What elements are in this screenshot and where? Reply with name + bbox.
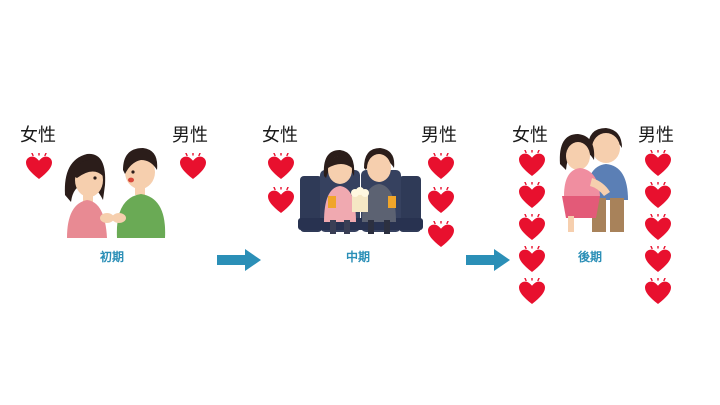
heart-icon [643, 181, 673, 210]
heart-icon [426, 220, 456, 249]
stage2-caption: 中期 [346, 250, 371, 264]
stage3-caption: 後期 [578, 250, 603, 264]
woman-figure [559, 134, 610, 232]
heart-icon [426, 186, 456, 215]
stage3-female-label: 女性 [512, 125, 548, 146]
heart-icon [643, 245, 673, 274]
woman-figure [64, 153, 114, 238]
arrow-right-icon-1 [217, 249, 261, 271]
heart-icon [24, 152, 54, 181]
stage2-female-label: 女性 [262, 125, 298, 146]
heart-icon [517, 149, 547, 178]
heart-icon [517, 213, 547, 242]
heart-icon [643, 213, 673, 242]
heart-icon [266, 152, 296, 181]
heart-icon [266, 186, 296, 215]
heart-icon [517, 181, 547, 210]
arrow-right-icon-2 [466, 249, 510, 271]
stage2-male-label: 男性 [421, 125, 457, 146]
heart-icon [426, 152, 456, 181]
man-figure [362, 148, 396, 234]
heart-icon [643, 277, 673, 306]
man-figure [112, 148, 166, 238]
popcorn-and-drinks [328, 187, 396, 212]
stage1-male-label: 男性 [172, 125, 208, 146]
heart-icon [517, 245, 547, 274]
embracing-couple-illustration [559, 128, 628, 232]
movie-theater-couple-illustration [298, 148, 423, 234]
man-figure [586, 128, 628, 232]
heart-icon [643, 149, 673, 178]
stage1-caption: 初期 [100, 250, 125, 264]
stage3-male-label: 男性 [638, 125, 674, 146]
first-meeting-couple-illustration [64, 148, 166, 238]
stage1-female-label: 女性 [20, 125, 56, 146]
heart-icon [178, 152, 208, 181]
heart-icon [517, 277, 547, 306]
woman-figure [323, 150, 356, 234]
